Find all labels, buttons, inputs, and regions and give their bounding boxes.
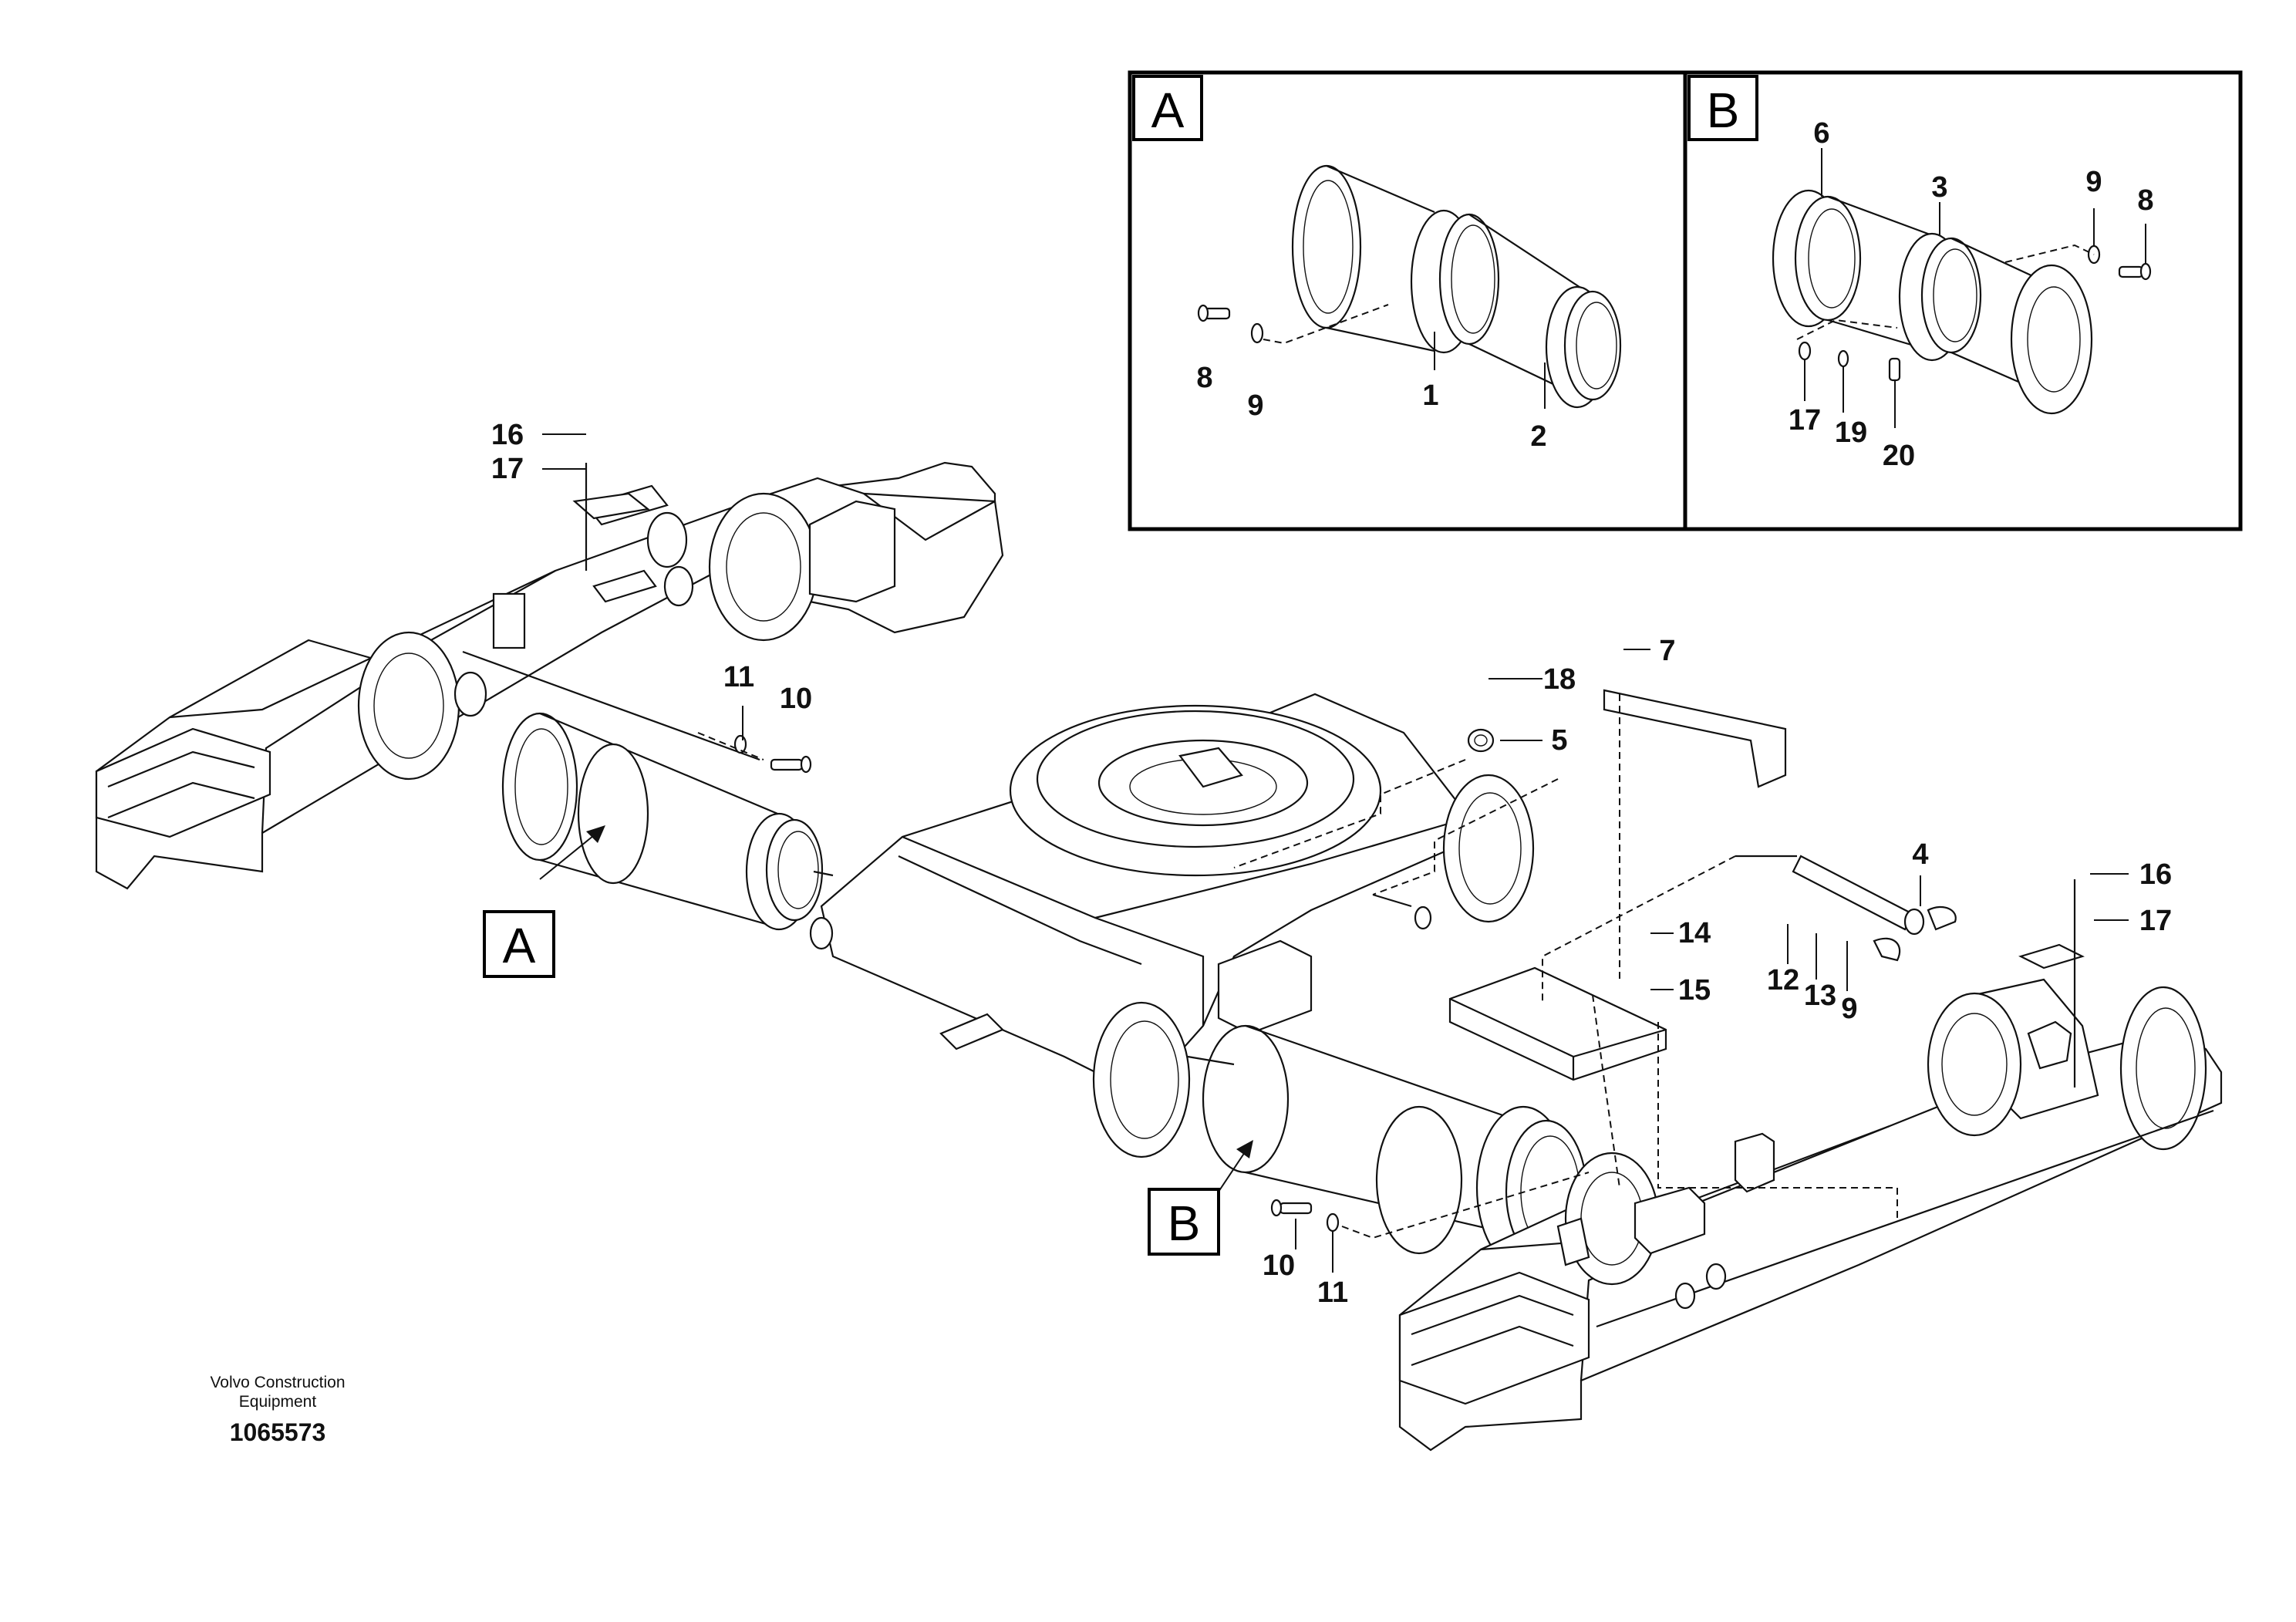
callout-b-8: 8 xyxy=(2137,184,2153,217)
callout-b-17: 17 xyxy=(1789,404,1821,437)
view-marker-a: A xyxy=(483,910,555,978)
callout-a-9: 9 xyxy=(1247,389,1263,422)
drawing-footer: Volvo Construction Equipment 1065573 xyxy=(210,1374,345,1446)
detail-b-pipe xyxy=(1772,189,2093,415)
callout-4: 4 xyxy=(1912,838,1928,871)
main-pipe-b xyxy=(1187,1024,1588,1270)
left-track-frame xyxy=(95,461,1004,890)
callout-b-19: 19 xyxy=(1835,416,1867,449)
detail-panel-a-label: A xyxy=(1151,83,1185,138)
detail-a-bolt xyxy=(1197,304,1389,345)
main-callouts: 16 17 11 10 7 18 5 4 14 15 12 13 9 16 17… xyxy=(491,419,2172,1309)
callout-16-top: 16 xyxy=(491,419,524,451)
view-marker-b: B xyxy=(1148,1188,1220,1256)
main-pipe-a xyxy=(462,650,834,931)
detail-panel-b-label: B xyxy=(1707,83,1740,138)
callout-a-1: 1 xyxy=(1422,379,1438,412)
callout-5: 5 xyxy=(1551,724,1567,757)
callout-14: 14 xyxy=(1678,917,1711,949)
manufacturer-line-1: Volvo Construction xyxy=(210,1374,345,1391)
drawing-number: 1065573 xyxy=(230,1418,326,1446)
callout-7: 7 xyxy=(1659,635,1675,667)
callout-a-8: 8 xyxy=(1196,362,1212,394)
callout-b-9: 9 xyxy=(2085,166,2102,198)
callout-17-right: 17 xyxy=(2139,905,2172,937)
detail-panel-a: A 8 9 1 2 xyxy=(1132,75,1622,453)
callout-10-bottom: 10 xyxy=(1263,1249,1295,1282)
callout-12: 12 xyxy=(1767,964,1799,996)
callout-b-20: 20 xyxy=(1883,440,1915,472)
callout-18: 18 xyxy=(1543,663,1576,696)
callout-17-top: 17 xyxy=(491,453,524,485)
detail-a-pipe xyxy=(1291,164,1622,409)
view-marker-a-label: A xyxy=(503,918,536,973)
callout-11-top: 11 xyxy=(723,661,754,693)
callout-11-bottom: 11 xyxy=(1317,1276,1348,1309)
callout-a-2: 2 xyxy=(1530,420,1546,453)
detail-panel-b: B xyxy=(1687,75,2154,472)
detail-b-leaders xyxy=(1804,148,2146,428)
detail-b-fasteners xyxy=(1796,244,2152,382)
callout-16-right: 16 xyxy=(2139,858,2172,891)
assembly-lines xyxy=(585,463,2076,1239)
callout-leaders xyxy=(539,433,2129,1273)
callout-15: 15 xyxy=(1678,974,1711,1007)
callout-10-top: 10 xyxy=(780,683,812,715)
callout-9: 9 xyxy=(1841,993,1857,1025)
callout-b-6: 6 xyxy=(1813,117,1829,150)
callout-b-3: 3 xyxy=(1931,171,1947,204)
view-marker-b-label: B xyxy=(1168,1195,1201,1251)
manufacturer-line-2: Equipment xyxy=(239,1393,317,1411)
callout-13: 13 xyxy=(1804,980,1836,1012)
detail-a-leaders xyxy=(1434,332,1546,409)
center-frame xyxy=(809,693,1535,1158)
